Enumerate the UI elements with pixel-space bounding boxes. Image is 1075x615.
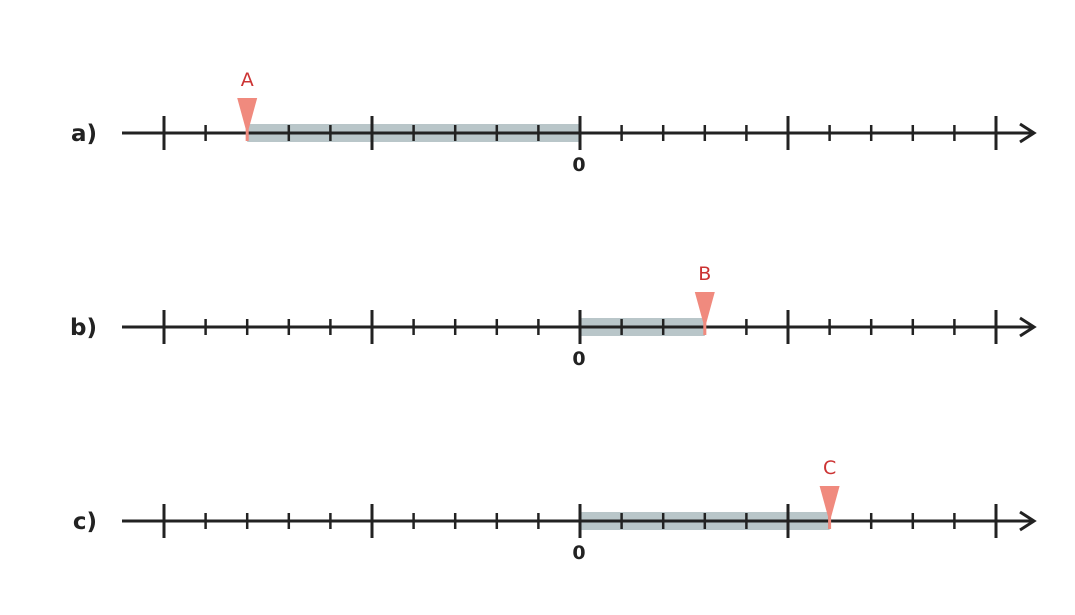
- marker-a: A: [237, 69, 258, 141]
- zero-label-a: 0: [572, 154, 585, 176]
- marker-label-c: C: [823, 457, 836, 479]
- row-label-a: a): [71, 121, 97, 147]
- marker-pointer-icon: [819, 486, 840, 529]
- number-line-a: a) 0 A: [71, 69, 1037, 176]
- zero-label-b: 0: [572, 348, 585, 370]
- marker-label-b: B: [698, 263, 711, 285]
- arrow-head-icon: [1019, 122, 1037, 144]
- ticks-b: [162, 310, 998, 344]
- row-label-b: b): [70, 315, 97, 341]
- number-line-c: c) 0 C: [73, 457, 1037, 564]
- arrow-head-icon: [1019, 316, 1037, 338]
- ticks-c: [162, 504, 998, 538]
- marker-b: B: [694, 263, 715, 335]
- number-line-b: b) 0 B: [70, 263, 1037, 370]
- marker-pointer-icon: [694, 292, 715, 335]
- zero-label-c: 0: [572, 542, 585, 564]
- row-label-c: c): [73, 509, 97, 535]
- marker-pointer-icon: [237, 98, 258, 141]
- marker-label-a: A: [241, 69, 254, 91]
- marker-c: C: [819, 457, 840, 529]
- ticks-a: [162, 116, 998, 150]
- arrow-head-icon: [1019, 510, 1037, 532]
